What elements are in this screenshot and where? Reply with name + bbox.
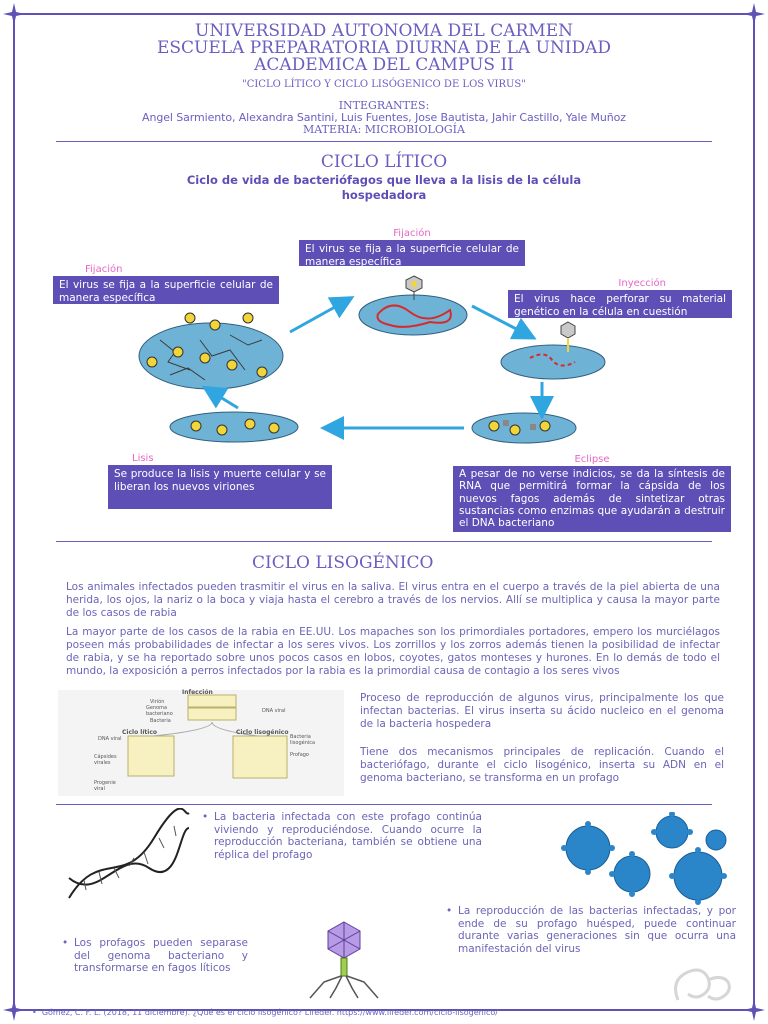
bullet-profago-replica: La bacteria infectada con este profago c… — [202, 811, 482, 861]
label-virion: Virión — [150, 699, 165, 705]
lytic-title: CICLO LÍTICO — [320, 152, 448, 172]
citation-text: Gómez, C. F. L. (2018, 11 diciembre). ¿Q… — [41, 1008, 498, 1017]
lisis-title: Lisis — [132, 453, 154, 464]
lysogenic-paragraph-2: La mayor parte de los casos de la rabia … — [66, 626, 720, 677]
label-profago: Profago — [290, 752, 309, 758]
divider — [56, 541, 712, 542]
bullet-reproduccion: La reproducción de las bacterias infecta… — [446, 905, 736, 955]
star-ornament-icon — [743, 999, 765, 1021]
bullet-fagos-liticos: Los profagos pueden separase del genoma … — [62, 937, 248, 975]
inyeccion-text: El virus hace perforar su material genét… — [514, 293, 726, 318]
lisis-box: Lisis Se produce la lisis y muerte celul… — [108, 451, 332, 511]
fijacion-top-box: Fijación El virus se fija a la superfici… — [299, 226, 525, 268]
label-progenie: Progenie viral — [94, 780, 116, 792]
citation-line: • Gómez, C. F. L. (2018, 11 diciembre). … — [32, 1008, 498, 1017]
lytic-subtitle-1: Ciclo de vida de bacteriófagos que lleva… — [186, 173, 582, 187]
eclipse-title: Eclipse — [574, 454, 610, 465]
label-bacteria: Bacteria — [150, 718, 171, 724]
label-dna-viral-2: DNA viral — [98, 736, 122, 742]
campus-title: ACADEMICA DEL CAMPUS II — [254, 55, 514, 75]
inyeccion-box: Inyección El virus hace perforar su mate… — [508, 276, 732, 318]
subject-line: MATERIA: MICROBIOLOGÍA — [303, 123, 465, 136]
label-ciclo-litico: Ciclo lítico — [122, 729, 158, 736]
star-ornament-icon — [3, 3, 25, 25]
eclipse-text: A pesar de no verse indicios, se da la s… — [459, 468, 725, 530]
virus-particles-icon — [561, 812, 727, 905]
lytic-cycle-diagram — [138, 275, 606, 444]
lisis-text: Se produce la lisis y muerte celular y s… — [114, 468, 326, 493]
lysogenic-title: CICLO LISOGÉNICO — [252, 553, 434, 573]
phage-icon — [405, 275, 423, 300]
bacteriophage-icon — [309, 921, 379, 999]
topic-title: "CICLO LÍTICO Y CICLO LISÓGENICO DE LOS … — [242, 79, 526, 90]
dna-helix-icon — [68, 808, 190, 899]
divider — [56, 141, 712, 142]
members-label: INTEGRANTES: — [338, 99, 430, 112]
divider — [56, 804, 712, 805]
lytic-subtitle-2: hospedadora — [341, 188, 427, 202]
fijacion-top-text: El virus se fija a la superficie celular… — [305, 243, 519, 268]
members-list: Angel Sarmiento, Alexandra Santini, Luis… — [142, 111, 626, 124]
university-title: UNIVERSIDAD AUTONOMA DEL CARMEN — [195, 21, 573, 41]
label-infeccion: Infección — [182, 689, 213, 696]
label-dna-viral: DNA viral — [262, 708, 286, 714]
star-ornament-icon — [3, 999, 25, 1021]
fijacion-left-title: Fijación — [85, 264, 123, 275]
lysogenic-definition: Proceso de reproducción de algunos virus… — [360, 692, 724, 730]
lysogenic-diagram: Infección Virión Genoma bacteriano Bacte… — [58, 690, 344, 796]
school-title: ESCUELA PREPARATORIA DIURNA DE LA UNIDAD — [156, 38, 612, 58]
fijacion-top-title: Fijación — [393, 228, 431, 239]
inyeccion-title: Inyección — [618, 278, 666, 289]
eclipse-box: Eclipse A pesar de no verse indicios, se… — [453, 452, 731, 532]
lysogenic-mechanisms: Tiene dos mecanismos principales de repl… — [360, 746, 724, 784]
lysogenic-paragraph-1: Los animales infectados pueden trasmitir… — [66, 581, 720, 619]
watermark-logo-icon — [674, 968, 731, 1001]
citation-bullet: • — [32, 1008, 42, 1017]
label-genoma: Genoma bacteriano — [146, 705, 173, 717]
label-capsides: Cápsides virales — [94, 754, 117, 766]
page-border — [13, 13, 755, 1011]
star-ornament-icon — [743, 3, 765, 25]
fijacion-left-box: Fijación El virus se fija a la superfici… — [53, 262, 279, 304]
label-bacteria-lisogenica: Bacteria lisogénica — [290, 734, 316, 746]
fijacion-left-text: El virus se fija a la superficie celular… — [59, 279, 273, 304]
label-ciclo-lisogenico: Ciclo lisogénico — [236, 729, 289, 736]
